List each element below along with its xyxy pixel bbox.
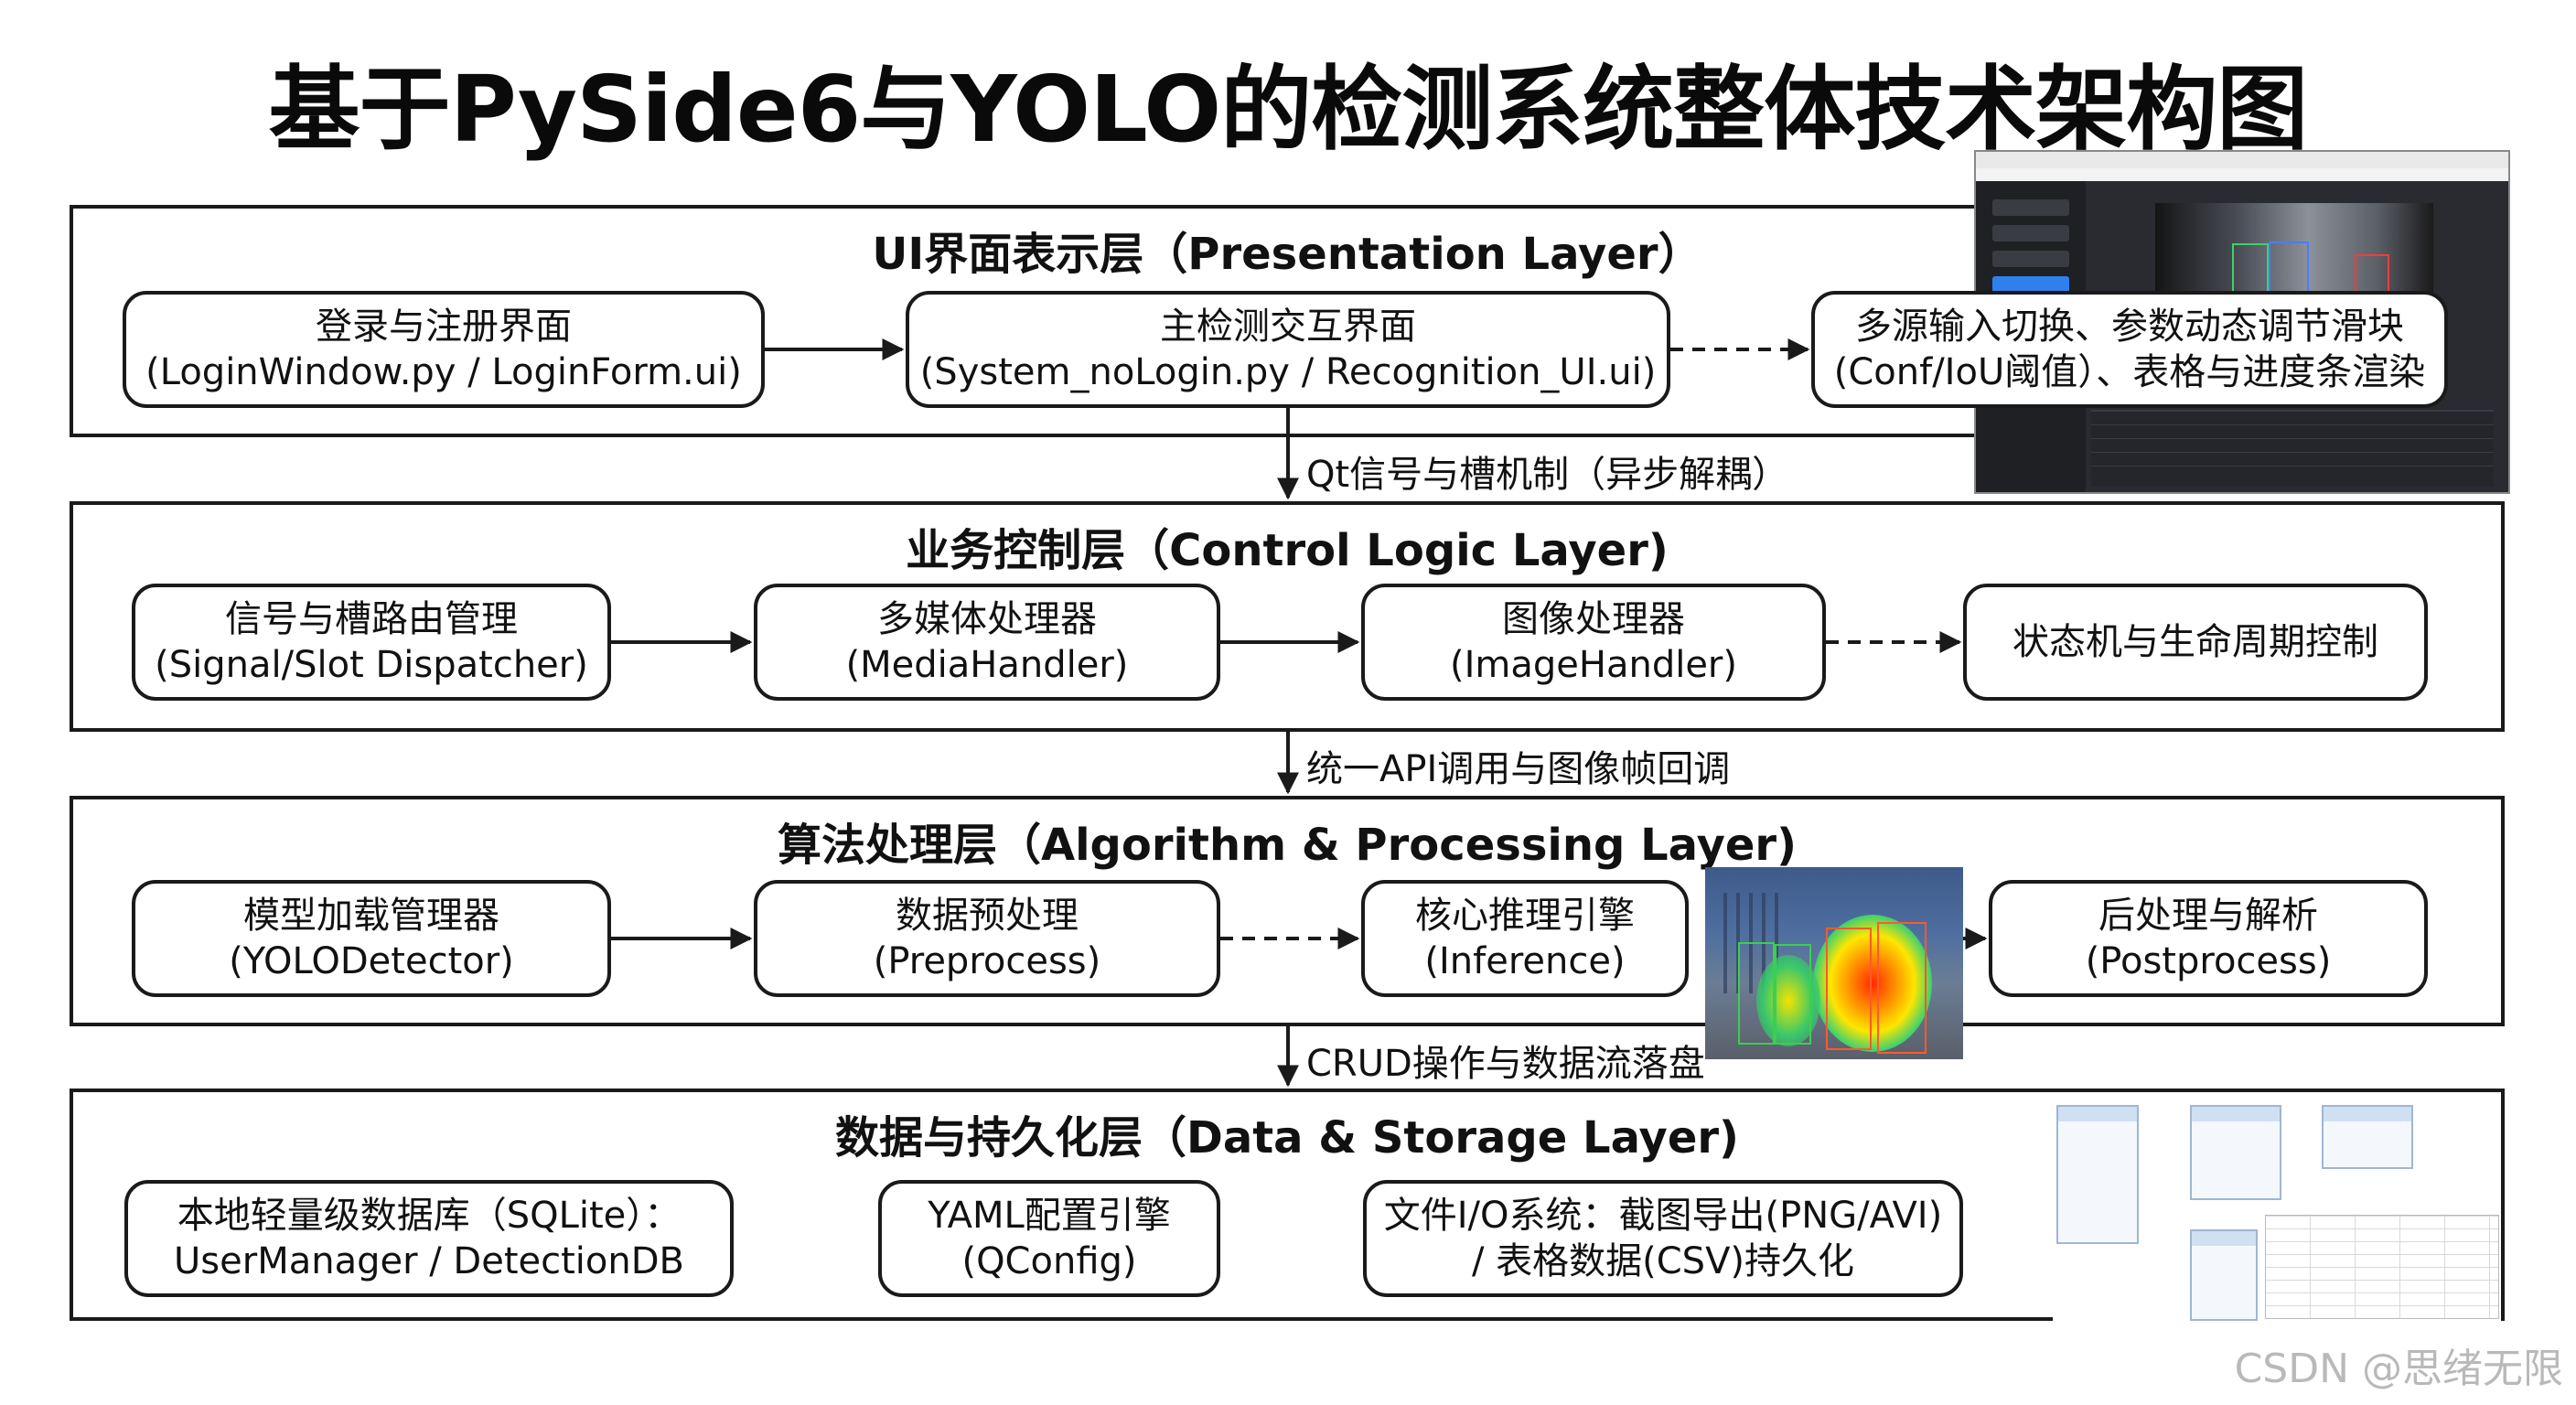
inference-node: 核心推理引擎 (Inference) [1361,880,1689,997]
window-titlebar [1976,152,2508,168]
schema-table [2190,1105,2281,1200]
node-sublabel: / 表格数据(CSV)持久化 [1471,1240,1855,1282]
signal-slot-dispatcher-node: 信号与槽路由管理 (Signal/Slot Dispatcher) [132,584,611,701]
sidebar-button [1992,225,2069,241]
page-title: 基于PySide6与YOLO的检测系统整体技术架构图 [268,56,2309,163]
login-window-node: 登录与注册界面 (LoginWindow.py / LoginForm.ui) [123,291,765,408]
schema-table [2056,1105,2139,1244]
algorithm-layer-title: 算法处理层（Algorithm & Processing Layer) [777,820,1798,871]
detection-box [1775,944,1811,1045]
heatmap-detection-image [1705,867,1963,1059]
node-sublabel: (Conf/IoU阈值）、表格与进度条渲染 [1833,351,2426,393]
node-label: 核心推理引擎 [1415,895,1635,937]
node-sublabel: (QConfig) [961,1240,1137,1282]
media-handler-node: 多媒体处理器 (MediaHandler) [754,584,1220,701]
node-label: 模型加载管理器 [243,895,499,937]
thumb-results-table [2091,410,2494,487]
control-to-algorithm-label: 统一API调用与图像帧回调 [1306,748,1731,790]
heatmap-blob [1813,915,1932,1052]
node-label: YAML配置引擎 [928,1195,1171,1237]
sidebar-button-active [1992,276,2069,293]
node-sublabel: (Preprocess) [873,940,1101,982]
node-sublabel: (LoginWindow.py / LoginForm.ui) [145,351,742,393]
detection-box [1877,922,1927,1054]
sidebar-button [1992,251,2069,267]
node-sublabel: (Inference) [1424,940,1626,982]
schema-table [2190,1229,2258,1321]
node-label: 多媒体处理器 [877,598,1097,640]
image-handler-node: 图像处理器 (ImageHandler) [1361,584,1826,701]
sidebar-button [1992,199,2069,216]
sqlite-node: 本地轻量级数据库（SQLite）： UserManager / Detectio… [124,1180,734,1297]
schema-table-header [2192,1231,2256,1246]
postprocess-node: 后处理与解析 (Postprocess) [1989,880,2428,997]
table-row [2091,412,2494,425]
node-label: 图像处理器 [1502,598,1685,640]
node-label: 文件I/O系统：截图导出(PNG/AVI) [1383,1195,1943,1237]
node-label: 登录与注册界面 [316,306,572,348]
node-sublabel: (System_noLogin.py / Recognition_UI.ui) [919,351,1657,393]
table-row [2091,425,2494,439]
detection-box [1826,928,1872,1050]
node-label: 本地轻量级数据库（SQLite）： [177,1195,682,1237]
yolo-detector-node: 模型加载管理器 (YOLODetector) [132,880,611,997]
table-row [2091,453,2494,467]
ui-to-control-label: Qt信号与槽机制（异步解耦） [1306,454,1789,496]
node-label: 状态机与生命周期控制 [2012,621,2378,663]
spreadsheet-grid [2265,1215,2499,1319]
node-sublabel: (MediaHandler) [845,644,1129,686]
watermark: CSDN @思绪无限 [2234,1346,2563,1392]
file-io-node: 文件I/O系统：截图导出(PNG/AVI) / 表格数据(CSV)持久化 [1363,1180,1963,1297]
node-label: 多源输入切换、参数动态调节滑块 [1855,306,2404,348]
data-layer-title: 数据与持久化层（Data & Storage Layer) [835,1112,1739,1164]
table-row [2091,439,2494,453]
menu-bar [1976,168,2508,181]
schema-table-header [2324,1107,2411,1121]
schema-table-header [2058,1107,2137,1121]
node-sublabel: UserManager / DetectionDB [174,1240,684,1282]
yaml-config-node: YAML配置引擎 (QConfig) [878,1180,1220,1297]
node-label: 数据预处理 [896,895,1079,937]
node-sublabel: (ImageHandler) [1450,644,1737,686]
algorithm-to-data-label: CRUD操作与数据流落盘 [1306,1043,1705,1085]
state-machine-node: 状态机与生命周期控制 [1963,584,2428,701]
spreadsheet-columns [2266,1216,2498,1318]
main-detection-ui-node: 主检测交互界面 (System_noLogin.py / Recognition… [906,291,1670,408]
schema-table-header [2192,1107,2280,1121]
presentation-layer-title: UI界面表示层（Presentation Layer） [872,229,1702,280]
node-sublabel: (Postprocess) [2085,940,2332,982]
node-sublabel: (Signal/Slot Dispatcher) [155,644,588,686]
multi-input-controls-node: 多源输入切换、参数动态调节滑块 (Conf/IoU阈值）、表格与进度条渲染 [1811,291,2448,408]
database-schema-thumbnail [2053,1101,2501,1321]
node-label: 信号与槽路由管理 [225,598,518,640]
control-layer-title: 业务控制层（Control Logic Layer) [906,525,1669,576]
node-label: 后处理与解析 [2098,895,2318,937]
schema-table [2322,1105,2413,1169]
detection-box [1738,942,1775,1045]
node-label: 主检测交互界面 [1160,306,1416,348]
node-sublabel: (YOLODetector) [229,940,514,982]
preprocess-node: 数据预处理 (Preprocess) [754,880,1220,997]
